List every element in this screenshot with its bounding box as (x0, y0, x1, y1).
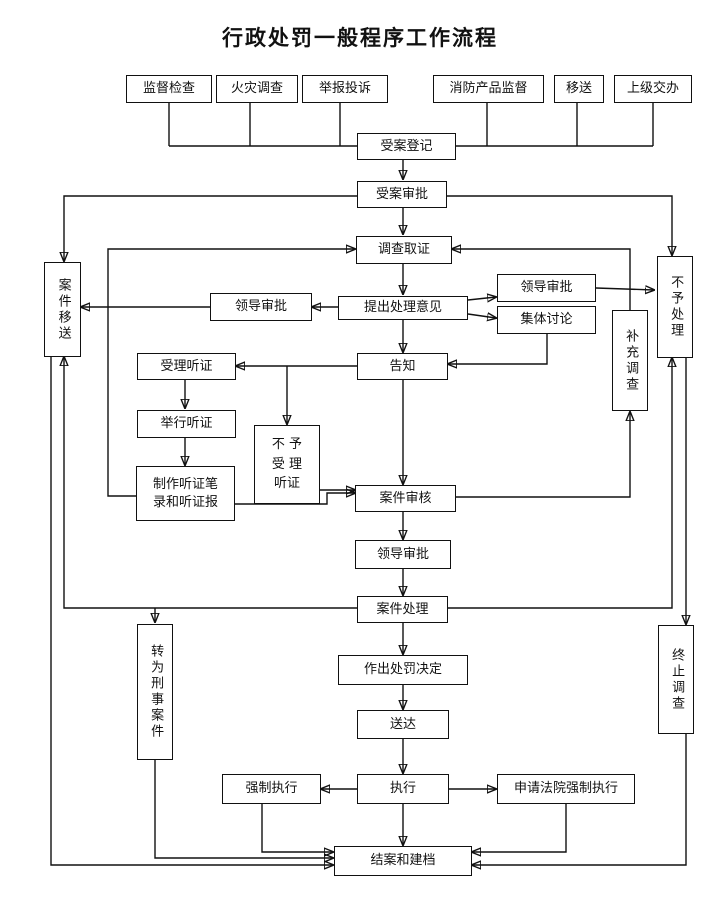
source-product-supervision-box: 消防产品监督 (433, 75, 544, 103)
case-transfer-box: 案件移送 (44, 262, 81, 357)
source-report-complaint-box: 举报投诉 (302, 75, 388, 103)
supplement-investigation-label: 补充调查 (623, 328, 639, 393)
source-superior-assigned-box: 上级交办 (614, 75, 692, 103)
leader-approval-right-box: 领导审批 (497, 274, 596, 302)
terminate-investigation-box: 终止调查 (658, 625, 694, 734)
no-hearing-accept-box: 不 予 受 理 听证 (254, 425, 320, 504)
case-review-box: 案件审核 (355, 485, 456, 512)
accept-hearing-box: 受理听证 (137, 353, 236, 380)
closing-archive-box: 结案和建档 (334, 846, 472, 876)
forced-execution-box: 强制执行 (222, 774, 321, 804)
case-acceptance-approval-box: 受案审批 (357, 181, 447, 208)
criminal-case-label: 转为刑事案件 (148, 644, 164, 740)
leader-review-box: 领导审批 (355, 540, 451, 569)
criminal-case-box: 转为刑事案件 (137, 624, 173, 760)
execute-box: 执行 (357, 774, 449, 804)
collective-discussion-box: 集体讨论 (497, 306, 596, 334)
deliver-box: 送达 (357, 710, 449, 739)
propose-opinion-box: 提出处理意见 (338, 296, 468, 320)
case-transfer-label: 案件移送 (55, 277, 71, 342)
leader-approval-left-box: 领导审批 (210, 293, 312, 321)
source-fire-investigation-box: 火灾调查 (216, 75, 298, 103)
penalty-decision-box: 作出处罚决定 (338, 655, 468, 685)
investigation-box: 调查取证 (356, 236, 452, 264)
case-handling-box: 案件处理 (357, 596, 448, 623)
terminate-investigation-label: 终止调查 (669, 647, 685, 712)
source-transfer-box: 移送 (554, 75, 604, 103)
hold-hearing-box: 举行听证 (137, 410, 236, 438)
source-inspection-box: 监督检查 (126, 75, 212, 103)
no-handle-label: 不予处理 (668, 275, 684, 339)
case-register-box: 受案登记 (357, 133, 456, 160)
supplement-investigation-box: 补充调查 (612, 310, 648, 411)
no-handle-box: 不予处理 (657, 256, 693, 358)
notify-box: 告知 (357, 353, 448, 380)
page-title: 行政处罚一般程序工作流程 (222, 25, 498, 50)
court-enforcement-box: 申请法院强制执行 (497, 774, 635, 804)
hearing-record-box: 制作听证笔 录和听证报 (136, 466, 235, 521)
